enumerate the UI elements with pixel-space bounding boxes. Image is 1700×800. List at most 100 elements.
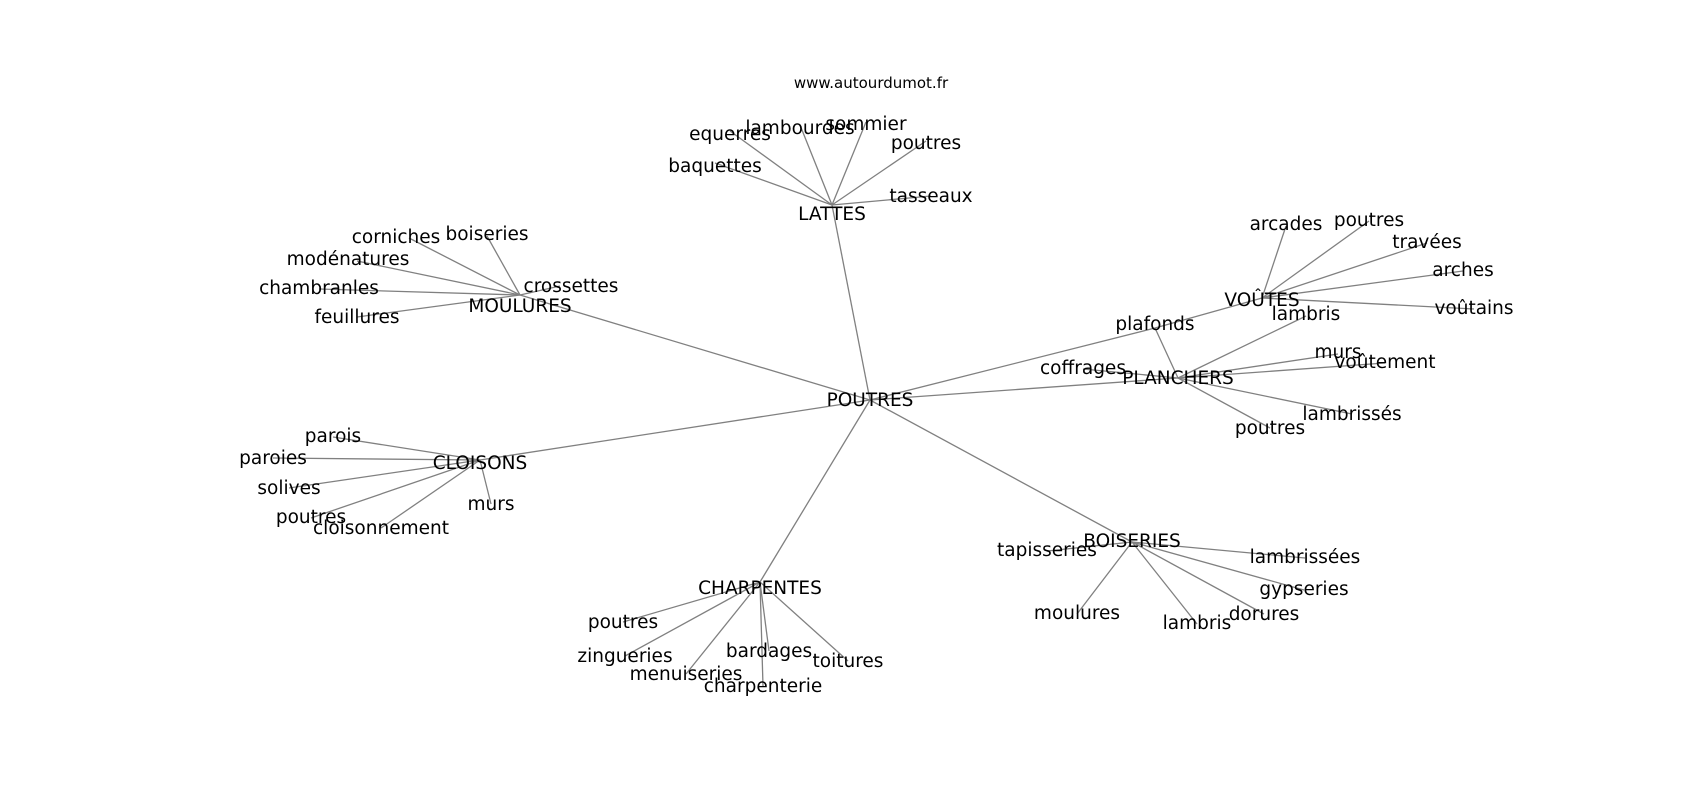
graph-edge [1131, 541, 1306, 559]
graph-edge [729, 130, 833, 206]
graph-edge [869, 327, 1156, 401]
node-hub-charpentes[interactable]: CHARPENTES [698, 578, 822, 599]
graph-edge [799, 124, 833, 206]
graph-edge [408, 237, 521, 296]
node-leaf[interactable]: lambris [1272, 304, 1341, 325]
graph-edge [1177, 377, 1271, 429]
graph-edge [1261, 297, 1475, 310]
node-leaf[interactable]: baquettes [668, 156, 761, 177]
node-leaf[interactable]: modénatures [287, 249, 410, 270]
graph-edge [1261, 270, 1464, 299]
node-hub-cloisons[interactable]: CLOISONS [433, 453, 527, 474]
node-leaf[interactable]: cloisonnement [313, 518, 449, 539]
node-leaf[interactable]: dorures [1229, 604, 1300, 625]
graph-edge [759, 581, 770, 652]
node-leaf[interactable]: toitures [813, 651, 884, 672]
node-leaf[interactable]: zingueries [577, 646, 672, 667]
node-leaf[interactable]: equerres [689, 124, 771, 145]
node-leaf[interactable]: poutres [588, 612, 658, 633]
node-leaf[interactable]: poutres [891, 133, 961, 154]
graph-edge [1154, 327, 1179, 379]
node-leaf[interactable]: paroies [239, 448, 307, 469]
graph-edge [1177, 362, 1386, 379]
graph-edge [288, 459, 481, 489]
node-hub-moulures[interactable]: MOULURES [468, 296, 571, 317]
graph-edge [1177, 315, 1307, 379]
graph-edge [380, 459, 481, 529]
graph-edge [519, 285, 561, 296]
node-leaf[interactable]: poutres [1235, 418, 1305, 439]
graph-edge [869, 399, 1133, 543]
node-leaf[interactable]: travées [1392, 232, 1462, 253]
graph-edge [1131, 541, 1265, 615]
graph-edge [624, 581, 761, 657]
node-leaf[interactable]: murs [1315, 342, 1362, 363]
node-leaf[interactable]: voûtains [1434, 298, 1513, 319]
graph-edge [486, 235, 521, 296]
graph-edge [1261, 220, 1370, 299]
node-leaf[interactable]: sommier [825, 114, 907, 135]
credit-text: www.autourdumot.fr [794, 74, 949, 92]
graph-edge [759, 581, 849, 662]
graph-edge [1076, 541, 1133, 615]
node-leaf[interactable]: boiseries [446, 224, 529, 245]
graph-edge [622, 581, 761, 623]
node-hub-planchers[interactable]: PLANCHERS [1122, 368, 1234, 389]
graph-edge [714, 162, 833, 206]
node-leaf[interactable]: voûtement [1334, 352, 1435, 373]
graph-edge [310, 459, 481, 519]
node-leaf[interactable]: lambrissées [1250, 547, 1361, 568]
graph-edge [831, 121, 867, 206]
node-leaf[interactable]: gypseries [1259, 579, 1348, 600]
graph-edge [759, 399, 871, 583]
node-center[interactable]: POUTRES [827, 390, 914, 411]
graph-edge [1261, 225, 1287, 299]
graph-edge [332, 436, 481, 461]
graph-edge [759, 581, 764, 687]
node-leaf-shared[interactable]: plafonds [1115, 314, 1194, 335]
node-leaf[interactable]: coffrages [1040, 358, 1126, 379]
graph-edge [1082, 368, 1179, 379]
graph-edge [272, 457, 481, 461]
node-leaf[interactable]: lambourdes [745, 118, 854, 139]
graph-edge [685, 581, 761, 675]
graph-edge [479, 399, 871, 461]
node-leaf[interactable]: crossettes [524, 276, 619, 297]
graph-edge [1131, 541, 1305, 591]
node-leaf[interactable]: tapisseries [997, 540, 1097, 561]
node-leaf[interactable]: bardages [726, 641, 812, 662]
node-leaf[interactable]: charpenterie [704, 676, 822, 697]
graph-edge [1131, 541, 1198, 625]
node-leaf[interactable]: menuiseries [630, 664, 743, 685]
node-leaf[interactable]: feuillures [315, 307, 400, 328]
graph-edge [1177, 353, 1339, 379]
node-leaf[interactable]: arcades [1250, 214, 1323, 235]
node-leaf[interactable]: chambranles [259, 278, 379, 299]
graph-edge [479, 459, 492, 505]
node-leaf[interactable]: tasseaux [889, 186, 972, 207]
node-leaf[interactable]: arches [1432, 260, 1493, 281]
node-leaf[interactable]: poutres [276, 507, 346, 528]
graph-edge [831, 140, 927, 206]
graph-edge [869, 377, 1179, 401]
graph-edge [1177, 377, 1353, 415]
node-hub-voutes[interactable]: VOÛTES [1224, 289, 1299, 311]
graph-edge [356, 260, 521, 296]
node-leaf[interactable]: poutres [1334, 210, 1404, 231]
node-leaf[interactable]: corniches [352, 227, 441, 248]
graph-edge [1046, 541, 1133, 552]
node-leaf[interactable]: lambris [1163, 613, 1232, 634]
graph-edge [831, 195, 932, 206]
graph-edges [272, 121, 1475, 687]
node-leaf[interactable]: lambrissés [1302, 404, 1401, 425]
node-leaf[interactable]: solives [257, 478, 320, 499]
graph-edge [318, 288, 521, 296]
node-hub-lattes[interactable]: LATTES [798, 204, 866, 225]
graph-edge [519, 294, 871, 401]
node-leaf[interactable]: murs [468, 494, 515, 515]
node-leaf[interactable]: moulures [1034, 603, 1120, 624]
graph-edge [356, 294, 521, 318]
node-hub-boiseries[interactable]: BOISERIES [1083, 531, 1181, 552]
node-leaf[interactable]: parois [305, 426, 361, 447]
